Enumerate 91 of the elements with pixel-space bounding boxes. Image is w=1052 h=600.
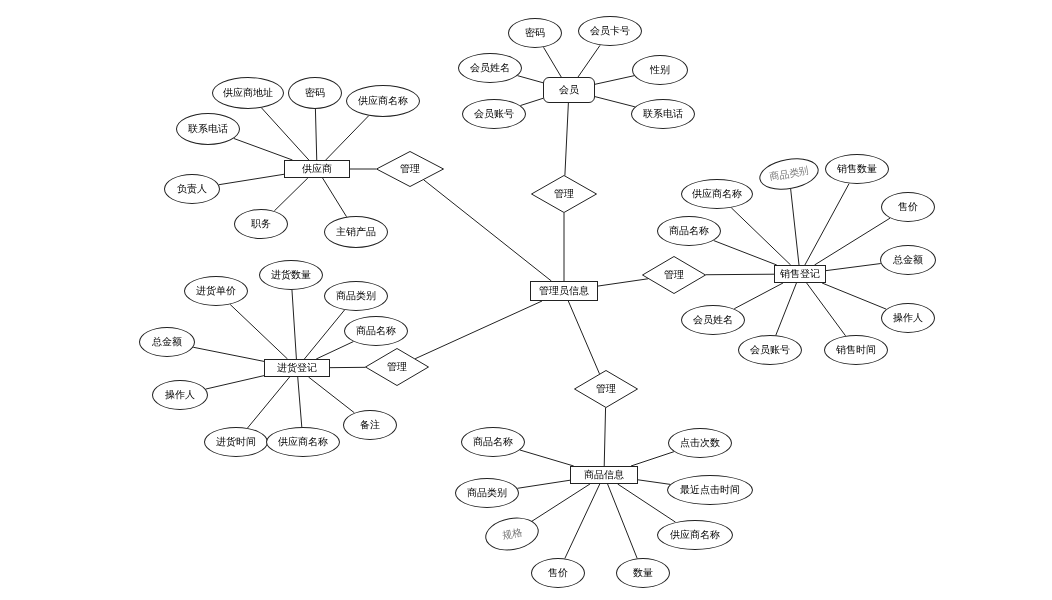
attribute-ellipse: 主销产品 (324, 216, 388, 248)
connector-line (273, 177, 309, 212)
attribute-ellipse: 商品名称 (461, 427, 525, 457)
attribute-ellipse: 供应商名称 (346, 85, 420, 117)
attribute-ellipse: 供应商地址 (212, 77, 284, 109)
entity-box: 商品信息 (570, 466, 638, 484)
connector-line (529, 483, 591, 523)
connector-line (218, 173, 285, 186)
attribute-ellipse: 备注 (343, 410, 397, 440)
attribute-ellipse: 销售时间 (824, 335, 888, 365)
connector-line (577, 44, 601, 78)
attribute-ellipse: 密码 (288, 77, 342, 109)
entity-box: 销售登记 (774, 265, 826, 283)
attribute-ellipse: 数量 (616, 558, 670, 588)
connector-line (291, 289, 297, 360)
attribute-ellipse: 操作人 (152, 380, 208, 410)
connector-line (322, 177, 348, 218)
attribute-ellipse: 进货单价 (184, 276, 248, 306)
attribute-ellipse: 会员姓名 (458, 53, 522, 83)
attribute-ellipse: 商品名称 (657, 216, 721, 246)
connector-line (567, 300, 600, 375)
connector-line (564, 102, 569, 176)
connector-line (349, 168, 377, 170)
relationship-diamond: 管理 (376, 151, 444, 187)
connector-line (617, 483, 676, 523)
connector-line (329, 366, 367, 369)
attribute-ellipse: 供应商名称 (657, 520, 733, 550)
connector-line (713, 240, 778, 266)
attribute-ellipse: 负责人 (164, 174, 220, 204)
connector-line (315, 341, 354, 360)
relationship-diamond: 管理 (531, 175, 597, 213)
relationship-diamond: 管理 (365, 348, 429, 386)
connector-line (308, 376, 355, 414)
connector-line (603, 407, 607, 467)
attribute-ellipse: 操作人 (881, 303, 935, 333)
attribute-ellipse: 供应商名称 (681, 179, 753, 209)
connector-line (806, 282, 847, 337)
attribute-ellipse: 进货时间 (204, 427, 268, 457)
attribute-ellipse: 销售数量 (825, 154, 889, 184)
entity-box: 管理员信息 (530, 281, 598, 301)
connector-line (192, 346, 265, 362)
attribute-ellipse: 会员账号 (462, 99, 526, 129)
connector-line (543, 46, 562, 78)
connector-line (414, 300, 543, 360)
entity-box: 进货登记 (264, 359, 330, 377)
connector-line (790, 188, 800, 266)
attribute-ellipse: 进货数量 (259, 260, 323, 290)
relationship-diamond: 管理 (574, 370, 638, 408)
connector-line (705, 273, 775, 276)
entity-box: 会员 (543, 77, 595, 103)
attribute-ellipse: 联系电话 (176, 113, 240, 145)
connector-line (821, 282, 887, 310)
attribute-ellipse: 联系电话 (631, 99, 695, 129)
connector-line (804, 183, 850, 266)
attribute-ellipse: 商品类别 (324, 281, 388, 311)
attribute-ellipse: 商品名称 (344, 316, 408, 346)
attribute-ellipse: 商品类别 (455, 478, 519, 508)
connector-line (205, 375, 265, 390)
connector-line (260, 107, 310, 161)
connector-line (303, 309, 346, 360)
attribute-ellipse: 售价 (881, 192, 935, 222)
attribute-ellipse: 最近点击时间 (667, 475, 753, 505)
attribute-ellipse: 性别 (632, 55, 688, 85)
connector-line (733, 282, 784, 310)
connector-line (516, 479, 571, 489)
attribute-ellipse: 点击次数 (668, 428, 732, 458)
connector-line (564, 483, 601, 559)
attribute-ellipse: 密码 (508, 18, 562, 48)
connector-line (314, 108, 318, 161)
attribute-ellipse: 职务 (234, 209, 288, 239)
connector-line (597, 278, 649, 287)
connector-line (247, 376, 291, 429)
connector-line (563, 212, 565, 282)
attribute-ellipse: 总金额 (880, 245, 936, 275)
connector-line (730, 207, 792, 266)
attribute-ellipse: 售价 (531, 558, 585, 588)
connector-line (297, 376, 303, 428)
attribute-ellipse: 会员卡号 (578, 16, 642, 46)
connector-line (594, 75, 635, 85)
connector-line (607, 483, 638, 559)
connector-line (825, 263, 882, 272)
attribute-ellipse: 会员账号 (738, 335, 802, 365)
connector-line (423, 179, 552, 282)
attribute-ellipse: 会员姓名 (681, 305, 745, 335)
attribute-ellipse: 供应商名称 (266, 427, 340, 457)
connector-line (233, 137, 293, 161)
relationship-diamond: 管理 (642, 256, 706, 294)
entity-box: 供应商 (284, 160, 350, 178)
connector-line (325, 115, 370, 161)
attribute-ellipse: 总金额 (139, 327, 195, 357)
connector-line (775, 282, 797, 336)
